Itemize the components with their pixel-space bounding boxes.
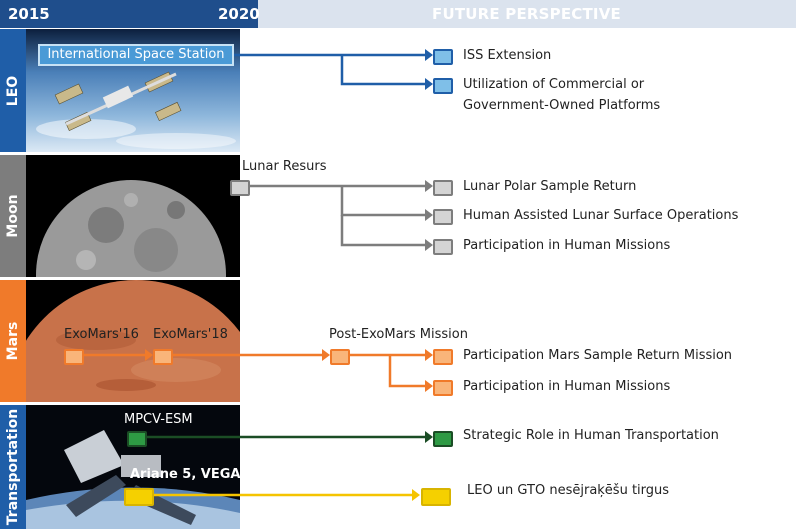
mars-image (26, 280, 240, 402)
exomars18-label: ExoMars'18 (153, 327, 228, 342)
ariane-vega-node (124, 488, 154, 506)
year-2020: 2020 (218, 5, 260, 23)
utilization-label-line2: Government-Owned Platforms (463, 98, 661, 113)
lunar-polar-label: Lunar Polar Sample Return (463, 179, 637, 194)
exomars16-node (64, 349, 84, 365)
mars-node-1 (433, 349, 453, 365)
row-label-leo: LEO (0, 29, 26, 152)
moon-node-1 (433, 180, 453, 196)
mpcv-esm-node (127, 431, 147, 447)
row-label-moon: Moon (0, 155, 26, 277)
year-2015: 2015 (8, 5, 50, 23)
lunar-resurs-node (230, 180, 250, 196)
mpcv-esm-label: MPCV-ESM (124, 412, 193, 427)
exomars18-node (153, 349, 173, 365)
mars-sample-return-label: Participation Mars Sample Return Mission (463, 348, 733, 363)
transport-node-1 (433, 431, 453, 447)
strategic-role-label: Strategic Role in Human Transportation (463, 428, 719, 443)
row-label-mars: Mars (0, 280, 26, 402)
post-exomars-node (330, 349, 350, 365)
transport-node-2 (421, 488, 451, 506)
mars-node-2 (433, 380, 453, 396)
timeline-bar-current (0, 0, 258, 28)
lunar-surface-ops-label: Human Assisted Lunar Surface Operations (463, 208, 739, 223)
moon-human-missions-label: Participation in Human Missions (463, 238, 671, 253)
iss-extension-label: ISS Extension (463, 48, 552, 63)
leo-node-1 (433, 49, 453, 65)
iss-source-node: International Space Station (38, 44, 234, 66)
mars-human-missions-label: Participation in Human Missions (463, 379, 671, 394)
lunar-resurs-label-text: Lunar Resurs (242, 159, 327, 174)
leo-gto-market-label: LEO un GTO nesējraķēšu tirgus (467, 483, 670, 498)
utilization-label-line1: Utilization of Commercial or (463, 77, 645, 92)
future-perspective-title: FUTURE PERSPECTIVE (432, 5, 621, 23)
row-label-transportation: Transportation (0, 405, 26, 529)
moon-node-3 (433, 239, 453, 255)
moon-node-2 (433, 209, 453, 225)
ariane-vega-label: Ariane 5, VEGA (130, 467, 241, 482)
moon-image (26, 155, 240, 277)
leo-node-2 (433, 78, 453, 94)
orion-spacecraft-image (26, 405, 240, 529)
exomars16-label: ExoMars'16 (64, 327, 139, 342)
timeline-bar-future (258, 0, 796, 28)
post-exomars-label: Post-ExoMars Mission (329, 327, 468, 342)
